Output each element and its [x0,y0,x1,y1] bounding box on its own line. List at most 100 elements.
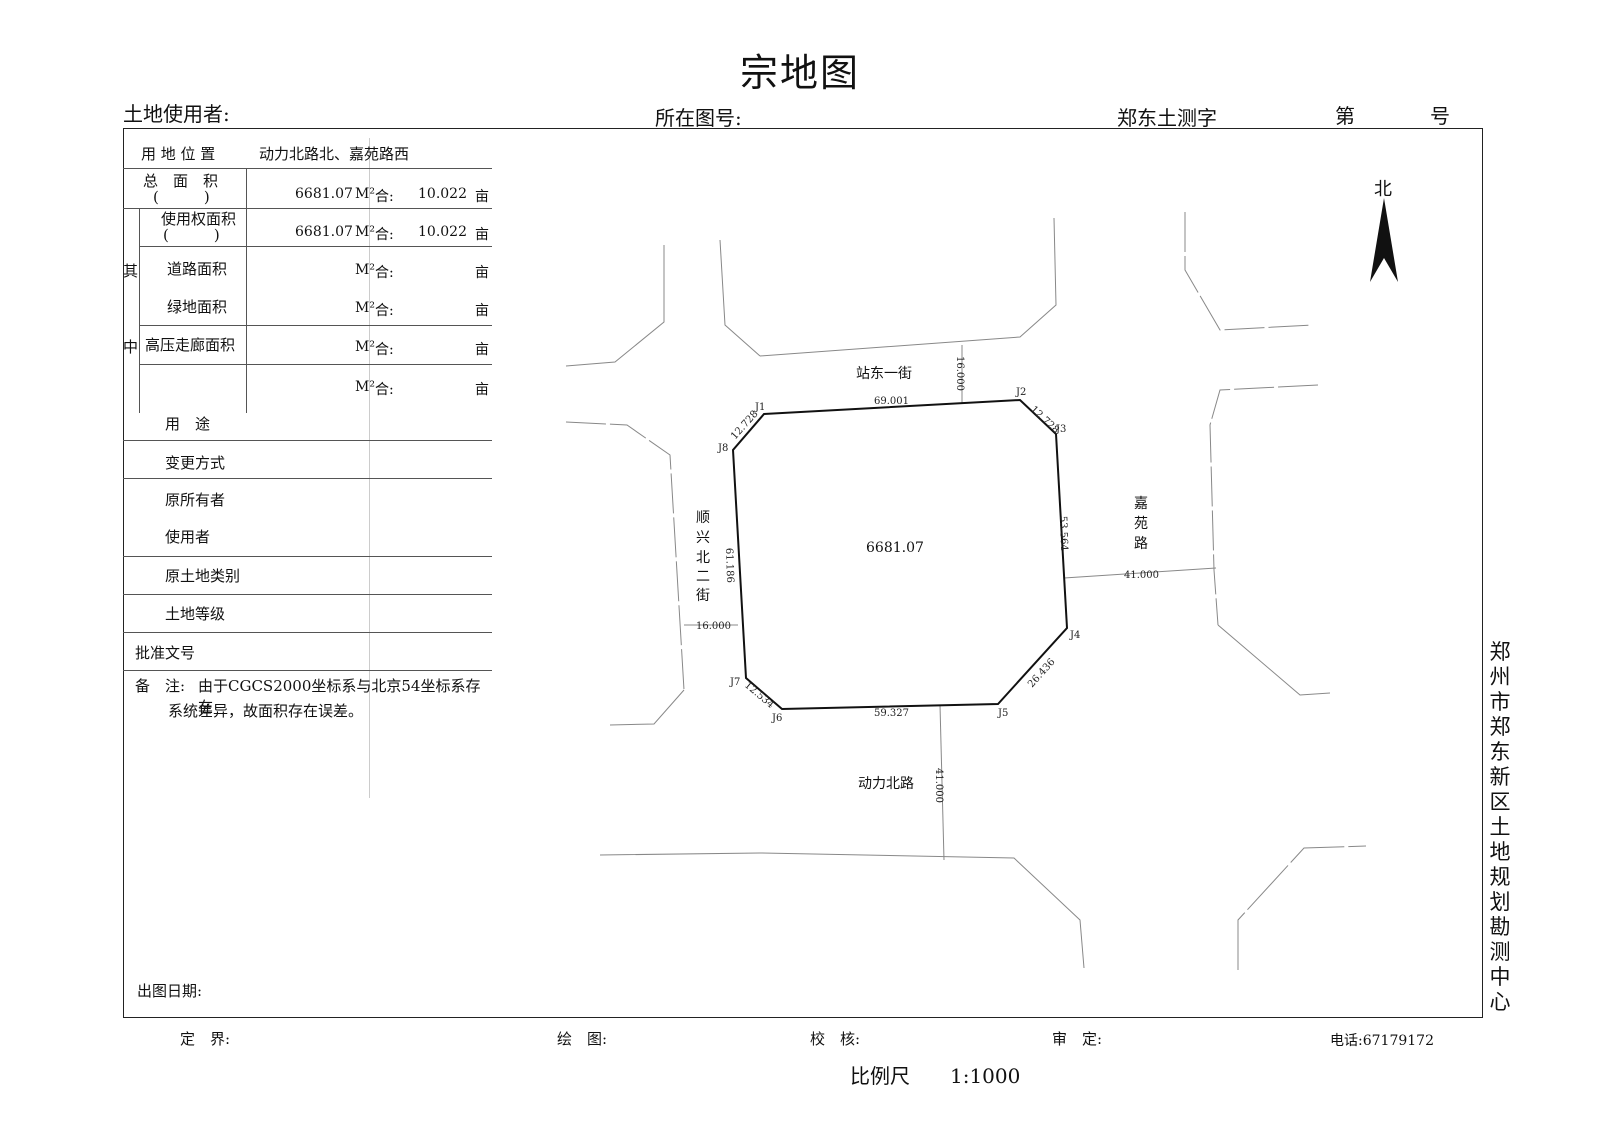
he-label: 合: [375,342,394,358]
total-area-paren: ( ) [153,188,210,206]
user-label: 使用者 [165,528,211,546]
road-edge [1209,384,1319,626]
side-char: 中 [1489,965,1511,989]
road-label-north-2: 东一街 [870,366,912,382]
side-char: 东 [1489,740,1511,764]
road-edge [1217,624,1331,696]
location-label: 用 地 位 置 [141,145,216,163]
table-divider [123,168,492,169]
number-prefix: 第 [1335,104,1355,128]
side-char: 土 [1489,815,1511,839]
mu-unit: 亩 [475,303,489,319]
point-label-j7: J7 [729,677,740,688]
road-label-east-1: 嘉 [1134,496,1148,512]
location-value: 动力北路北、嘉苑路西 [259,145,410,163]
remark-line-1: 由于CGCS2000坐标系与北京54坐标系存在 [198,677,481,716]
side-char: 郑 [1489,715,1511,739]
edge-length-j1-j2: 69.001 [874,396,909,407]
road-edge [719,239,761,357]
side-char: 郑 [1489,640,1511,664]
mu-unit: 亩 [475,189,489,205]
mu-unit: 亩 [475,265,489,281]
road-label-west-2: 兴 [696,530,710,546]
table-divider [139,208,140,413]
land-grade-label: 土地等级 [165,605,226,623]
side-char: 区 [1489,790,1511,814]
total-area-label: 总 面 积 [143,172,219,190]
north-arrow-icon [1370,198,1398,282]
side-char: 测 [1489,940,1511,964]
boundary-label: 定 界: [180,1030,231,1048]
road-edge [599,852,1085,969]
edge-length-j6-j7: 12.534 [742,680,776,711]
unit-m2: M² [355,224,375,240]
table-divider [139,246,492,247]
survey-number-label: 郑东土测字 [1117,106,1217,130]
road-edge [609,689,685,726]
use-right-mu-value: 10.022 [418,224,467,240]
he-label: 合: [375,382,394,398]
unit-m2: M² [355,300,375,316]
road-width-south: 41.000 [933,768,944,803]
approval-number-label: 批准文号 [135,644,196,662]
side-char: 地 [1489,840,1511,864]
check-label: 校 核: [810,1030,861,1048]
road-label-east-3: 路 [1134,536,1148,552]
remark-label: 备 注: [135,677,186,695]
draw-label: 绘 图: [557,1030,608,1048]
road-edge [1184,212,1313,331]
map-sheet-label: 所在图号: [655,106,742,130]
road-label-west-3: 北 [696,550,710,566]
road-label-west-1: 顺 [696,510,710,526]
original-land-type-label: 原土地类别 [165,567,241,585]
edge-length-j3-j4: 53.564 [1057,516,1069,551]
road-edge [1237,845,1367,970]
road-label-west-5: 街 [696,588,710,604]
edge-length-j4-j5: 26.436 [1026,657,1058,690]
total-area-value: 6681.07 [295,186,353,202]
he-label: 合: [375,265,394,281]
unit-m2: M² [355,339,375,355]
road-label-south: 动力北路 [858,776,914,792]
point-label-j1: J1 [754,402,765,413]
map-frame [123,128,1483,1018]
edge-length-j2-j3: 12.728 [1028,404,1061,436]
number-suffix: 号 [1430,104,1450,128]
dimension-line [939,704,945,861]
land-user-label: 土地使用者: [123,102,230,126]
point-label-j4: J4 [1069,630,1080,641]
total-mu-value: 10.022 [418,186,467,202]
unit-m2: M² [355,262,375,278]
north-label: 北 [1374,179,1392,200]
use-right-area-label: 使用权面积 [161,210,237,228]
unit-m2: M² [355,186,375,202]
parcel-area-label: 6681.07 [866,540,924,556]
he-label: 合: [375,189,394,205]
original-owner-label: 原所有者 [165,491,226,509]
side-char: 心 [1489,990,1511,1014]
road-label-north: 站东一街 [856,366,912,382]
phone-number: 电话:67179172 [1330,1033,1434,1049]
qi-label: 其 [123,262,139,280]
table-divider [123,478,492,479]
zhong-label: 中 [123,338,139,356]
use-right-paren: ( ) [163,226,220,244]
point-label-j5: J5 [997,708,1008,719]
edge-length-j5-j6: 59.327 [874,708,909,719]
road-edge [565,421,685,691]
side-char: 勘 [1489,915,1511,939]
purpose-label: 用 途 [165,415,211,433]
change-method-label: 变更方式 [165,454,226,472]
mu-unit: 亩 [475,227,489,243]
road-width-north: 16.000 [954,356,965,391]
point-label-j8: J8 [717,443,728,454]
road-edge [565,245,665,367]
approve-label: 审 定: [1052,1030,1103,1048]
green-area-label: 绿地面积 [167,298,228,316]
road-label-north-1: 站 [856,366,870,382]
road-label-west-4: 二 [696,569,710,585]
table-divider [123,556,492,557]
edge-length-j7-j8: 61.186 [723,548,735,583]
attribute-table: 用 地 位 置 动力北路北、嘉苑路西 总 面 积 ( ) 6681.07 M² … [123,128,492,1016]
